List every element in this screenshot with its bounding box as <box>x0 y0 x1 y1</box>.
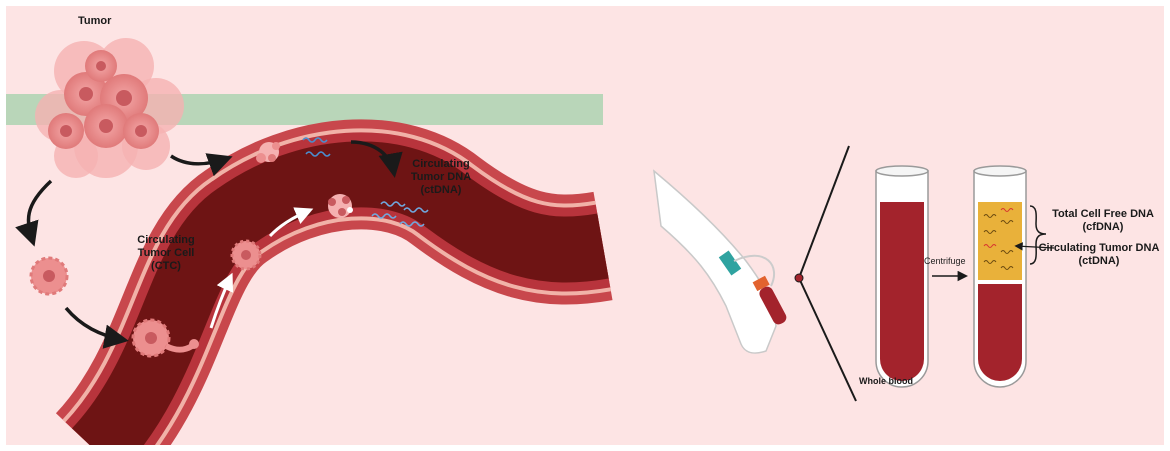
blood-vessel <box>96 174 603 445</box>
zoom-line-top <box>799 146 849 278</box>
diagram-canvas <box>6 6 1164 445</box>
detached-tumor-cell <box>31 258 67 294</box>
ctc-label: Circulating Tumor Cell (CTC) <box>111 234 221 273</box>
whole-blood-tube <box>876 166 928 387</box>
arm-illustration <box>654 171 776 353</box>
zoom-origin-dot <box>795 274 803 282</box>
centrifuge-label: Centrifuge <box>924 256 966 266</box>
separated-tube <box>974 166 1026 387</box>
plasma-layer <box>978 202 1022 280</box>
whole-blood-label: Whole blood <box>856 376 916 387</box>
tumor-label: Tumor <box>78 14 111 28</box>
cfdna-label: Total Cell Free DNA (cfDNA) <box>1042 208 1164 234</box>
zoom-line-bottom <box>799 278 856 401</box>
blood-cell-layer <box>978 284 1022 381</box>
diagram-panel: Tumor Circulating Tumor Cell (CTC) Circu… <box>6 6 1164 445</box>
arrow-tumor-to-cell <box>28 181 51 242</box>
tumor-cluster <box>35 38 184 178</box>
tube-ctdna-label: Circulating Tumor DNA (ctDNA) <box>1034 242 1164 268</box>
ctc-cell <box>232 241 260 269</box>
vessel-ctdna-label: Circulating Tumor DNA (ctDNA) <box>386 158 496 197</box>
